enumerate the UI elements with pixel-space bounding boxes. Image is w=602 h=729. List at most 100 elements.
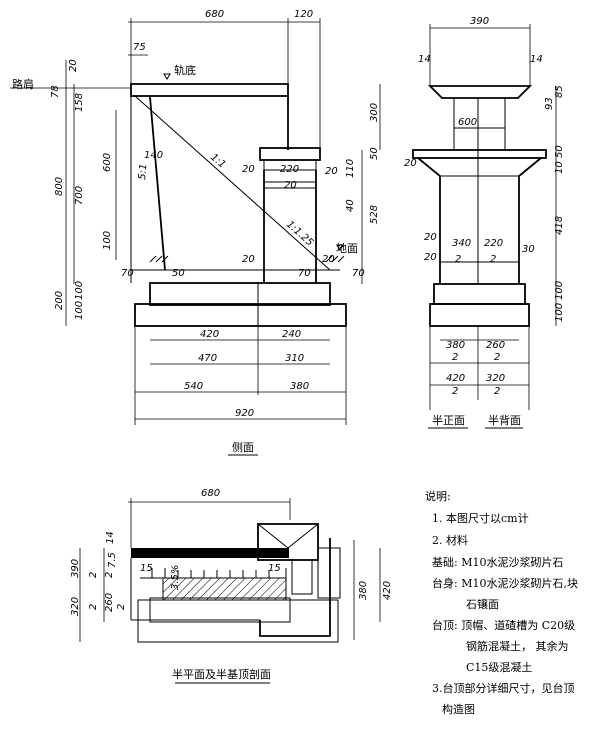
dim-front-100-b: 100: [554, 303, 565, 322]
dim-side-20-c: 20: [322, 254, 335, 265]
dim-front-85: 85: [554, 85, 565, 98]
dim-front-93: 93: [544, 97, 555, 110]
dim-front-600: 600: [458, 117, 477, 128]
dim-plan-420: 420: [382, 581, 393, 600]
note-line-10: 构造图: [442, 702, 475, 716]
plan-hatched-section: [162, 577, 287, 601]
dim-side-140: 140: [144, 150, 163, 161]
note-line-9: 3.台顶部分详细尺寸，见台顶: [432, 681, 575, 695]
dim-side-100: 100: [102, 231, 113, 250]
dim-side-540: 540: [184, 381, 203, 392]
dim-front-2-f: 2: [494, 386, 500, 397]
dim-plan-15-a: 15: [140, 563, 153, 574]
dim-front-380: 380: [446, 340, 465, 351]
label-shoulder: 路肩: [12, 77, 34, 91]
dim-plan-680: 680: [201, 488, 220, 499]
notes-heading: 说明:: [425, 489, 451, 503]
dim-front-2-b: 2: [490, 254, 496, 265]
dim-side-70-b: 70: [298, 268, 311, 279]
label-slope-1-1-25: 1:1.25: [284, 219, 315, 249]
dim-front-420: 420: [446, 373, 465, 384]
dim-side-120: 120: [294, 9, 313, 20]
dim-side-78: 78: [50, 85, 61, 98]
dim-side-300: 300: [369, 103, 380, 122]
side-rail-top: [130, 83, 289, 97]
note-line-2: 2. 材料: [432, 533, 468, 547]
dim-side-800: 800: [54, 177, 65, 196]
dim-side-20-r: 20: [325, 166, 338, 177]
dim-side-470: 470: [198, 353, 217, 364]
dim-side-50: 50: [369, 147, 380, 160]
dim-front-14-a: 14: [418, 54, 431, 65]
dim-front-2-c: 2: [452, 352, 458, 363]
side-footing-lower: [134, 303, 347, 327]
dim-side-240: 240: [282, 329, 301, 340]
dim-plan-390: 390: [70, 559, 81, 578]
dim-front-320: 320: [486, 373, 505, 384]
label-ground: 地面: [336, 242, 358, 255]
note-line-5: 石镶面: [466, 597, 499, 611]
side-view: 680 120 75 路肩 轨底 地面 1:1 5:1 1:1.25 20 78…: [10, 9, 381, 456]
dim-plan-2-a: 2: [88, 572, 99, 578]
dim-front-2-e: 2: [452, 386, 458, 397]
dim-plan-7-5: 7.5: [107, 552, 118, 568]
dim-front-14-b: 14: [530, 54, 543, 65]
dim-side-528: 528: [369, 205, 380, 224]
dim-side-680: 680: [205, 9, 224, 20]
dim-side-600: 600: [102, 153, 113, 172]
dim-front-100-a: 100: [554, 281, 565, 300]
dim-plan-2-d: 2: [116, 604, 127, 610]
dim-front-260: 260: [486, 340, 505, 351]
note-line-1: 1. 本图尺寸以cm计: [432, 511, 529, 525]
label-slope-5-1: 5:1: [137, 163, 149, 180]
dim-side-70-c: 70: [352, 268, 365, 279]
notes-block: 说明: 1. 本图尺寸以cm计 2. 材料 基础: M10水泥沙浆砌片石 台身:…: [425, 489, 578, 716]
dim-front-20-a: 20: [404, 158, 417, 169]
dim-plan-slope-3-5: 3.5%: [170, 565, 181, 590]
dim-side-50: 50: [172, 268, 185, 279]
dim-front-2-a: 2: [455, 254, 461, 265]
dim-side-310: 310: [285, 353, 304, 364]
dim-front-2-d: 2: [494, 352, 500, 363]
dim-front-220: 220: [484, 238, 503, 249]
dim-side-70-a: 70: [121, 268, 134, 279]
dim-side-380: 380: [290, 381, 309, 392]
side-view-title: 侧面: [232, 441, 254, 454]
dim-plan-15-b: 15: [268, 563, 281, 574]
note-line-6: 台顶: 顶帽、道碴槽为 C20级: [432, 618, 575, 632]
back-view-title: 半背面: [488, 413, 521, 427]
dim-front-20-b: 20: [424, 232, 437, 243]
dim-side-40: 40: [345, 199, 356, 212]
dim-front-30: 30: [522, 244, 535, 255]
dim-side-200: 200: [54, 291, 65, 310]
front-footing-lower: [429, 303, 530, 327]
dim-side-75: 75: [133, 42, 146, 53]
dim-side-100-b: 100: [74, 281, 85, 300]
dim-side-20-b: 20: [242, 254, 255, 265]
front-view-title: 半正面: [432, 413, 465, 427]
label-slope-1-1: 1:1: [208, 152, 227, 171]
front-cap: [412, 149, 547, 159]
dim-side-20: 20: [68, 59, 79, 72]
dim-front-10: 10: [554, 161, 565, 174]
note-line-4: 台身: M10水泥沙浆砌片石,块: [432, 576, 578, 590]
slope-5-1-line: [149, 96, 166, 271]
dim-plan-14: 14: [105, 531, 116, 544]
front-cap-top: [427, 85, 533, 99]
dim-side-220: 220: [280, 164, 299, 175]
dim-side-158: 158: [74, 93, 85, 112]
dim-front-390: 390: [470, 16, 489, 27]
note-line-7: 钢筋混凝土， 其余为: [466, 639, 569, 653]
dim-side-700: 700: [74, 186, 85, 205]
dim-plan-320: 320: [70, 597, 81, 616]
dim-side-420: 420: [200, 329, 219, 340]
front-footing-upper: [433, 283, 526, 305]
dim-plan-260: 260: [104, 593, 115, 612]
plan-cap: [257, 523, 319, 561]
side-footing-upper: [149, 282, 331, 306]
side-cap: [259, 147, 321, 161]
dim-side-110: 110: [345, 159, 356, 178]
dim-front-340: 340: [452, 238, 471, 249]
plan-rail-strip: [131, 548, 289, 558]
